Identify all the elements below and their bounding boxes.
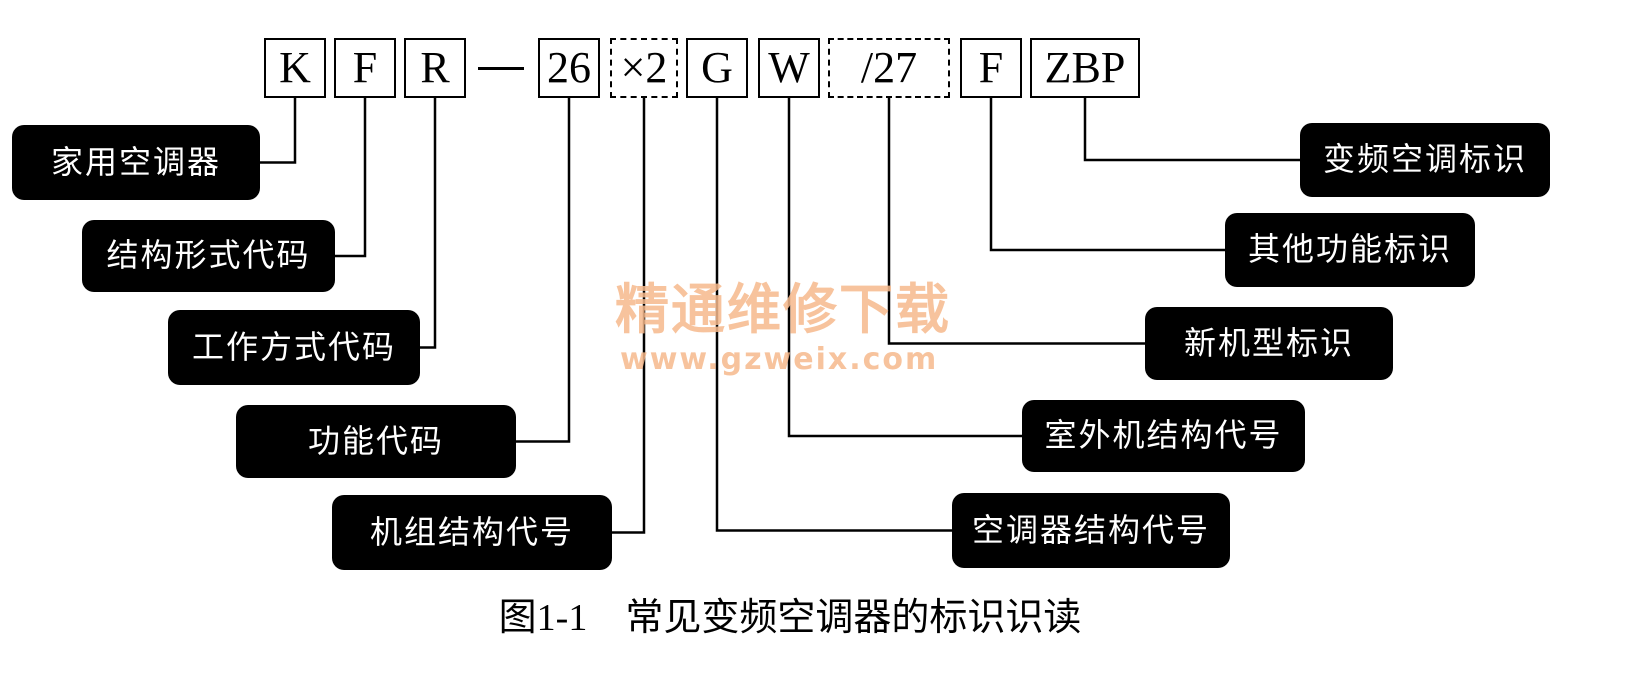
code-g: G: [686, 38, 748, 98]
code-27: /27: [828, 38, 950, 98]
connector-line: [612, 98, 646, 534]
watermark-url: www.gzweix.com: [620, 342, 939, 377]
code-zbp: ZBP: [1030, 38, 1140, 98]
separator-dash: [478, 67, 524, 70]
code-f: F: [334, 38, 396, 98]
connector-line: [989, 98, 1225, 252]
connector-line: [715, 98, 952, 532]
label-box: 其他功能标识: [1225, 213, 1475, 287]
code-f2: F: [960, 38, 1022, 98]
label-box: 室外机结构代号: [1022, 400, 1305, 472]
code-x2: ×2: [610, 38, 678, 98]
code-r: R: [404, 38, 466, 98]
label-box: 机组结构代号: [332, 495, 612, 570]
label-box: 结构形式代码: [82, 220, 335, 292]
watermark-title: 精通维修下载: [615, 278, 951, 341]
code-26: 26: [538, 38, 600, 98]
connector-line: [516, 98, 571, 443]
label-box: 新机型标识: [1145, 307, 1393, 380]
label-box: 功能代码: [236, 405, 516, 478]
figure-caption: 图1-1 常见变频空调器的标识识读: [498, 597, 1082, 639]
code-k: K: [264, 38, 326, 98]
connector-line: [787, 98, 1022, 438]
connector-line: [887, 98, 1145, 345]
connector-line: [260, 98, 297, 164]
label-box: 工作方式代码: [168, 310, 420, 385]
connector-line: [1083, 98, 1300, 162]
connector-line: [335, 98, 367, 258]
code-w: W: [758, 38, 820, 98]
label-box: 空调器结构代号: [952, 493, 1230, 568]
label-box: 变频空调标识: [1300, 123, 1550, 197]
connector-line: [420, 98, 437, 349]
label-box: 家用空调器: [12, 125, 260, 200]
